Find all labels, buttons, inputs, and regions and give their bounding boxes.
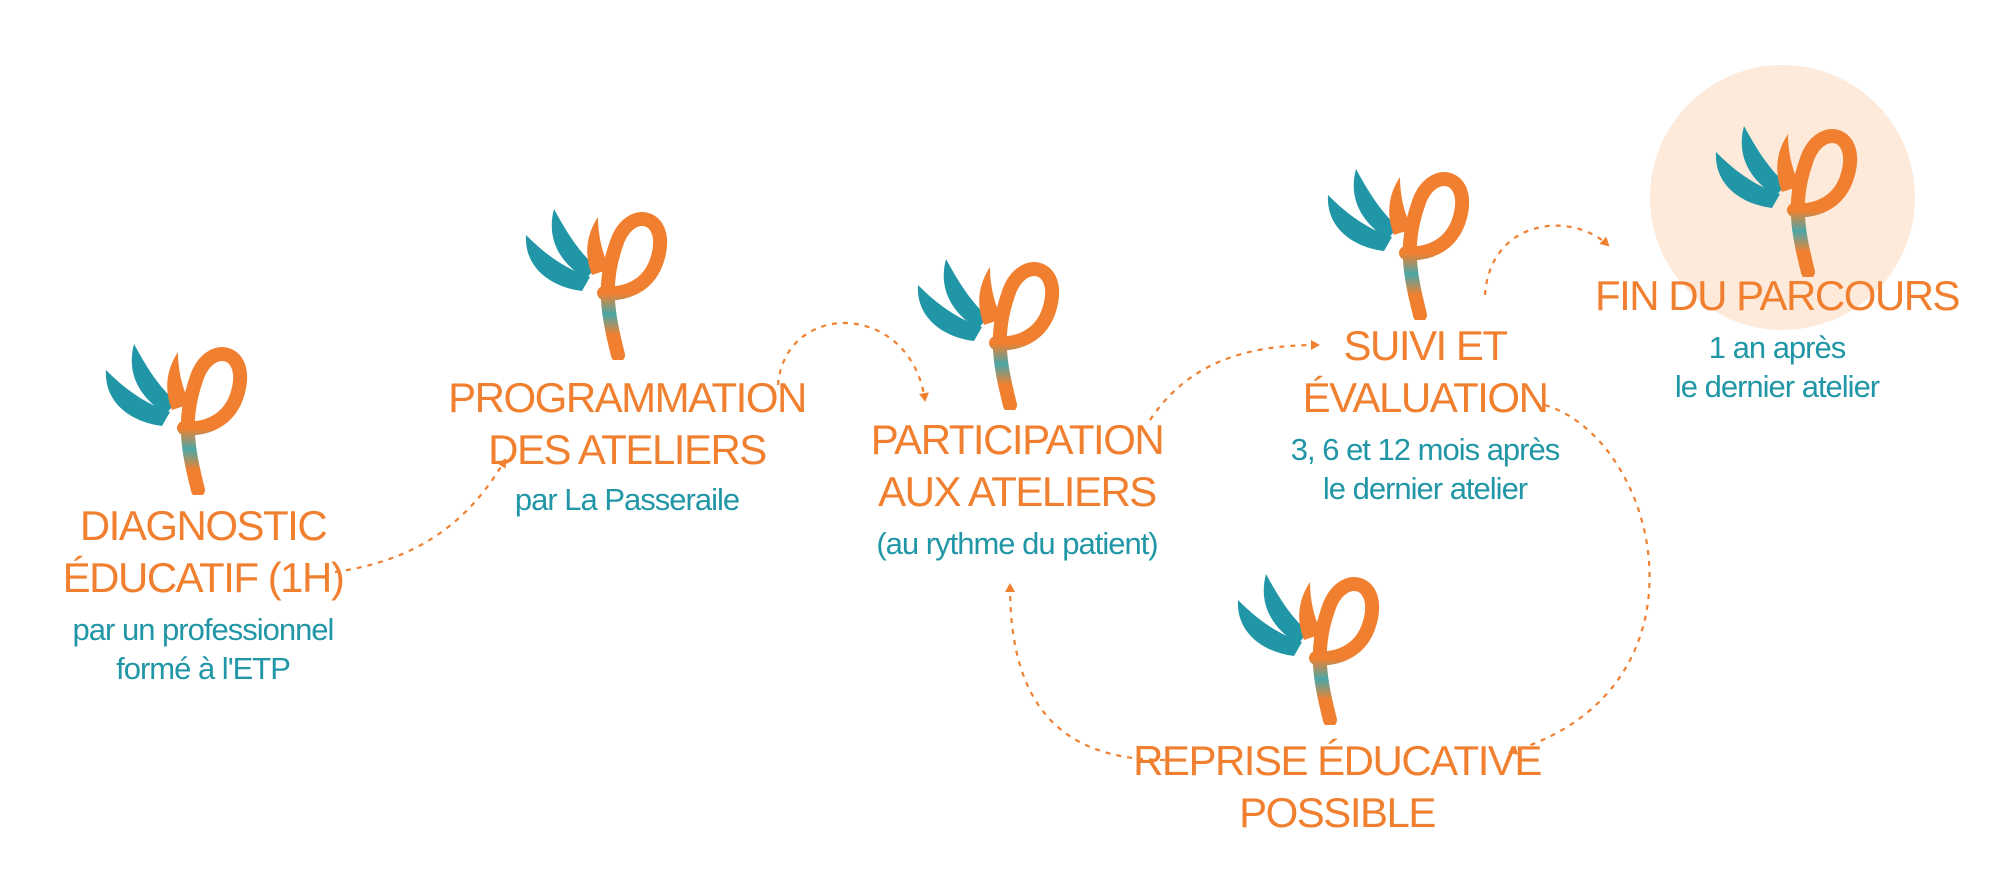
step-title: ÉDUCATIF (1H) bbox=[62, 554, 345, 601]
step-reprise: REPRISE ÉDUCATIVE POSSIBLE bbox=[1133, 735, 1542, 839]
step-title: SUIVI ET bbox=[1343, 322, 1508, 369]
wing-p-logo-icon bbox=[1237, 574, 1379, 725]
wing-p-logo-icon bbox=[917, 259, 1059, 410]
step-title: AUX ATELIERS bbox=[878, 468, 1157, 515]
step-subtitle: le dernier atelier bbox=[1674, 369, 1880, 404]
step-diagnostic: DIAGNOSTIC ÉDUCATIF (1H) par un professi… bbox=[62, 500, 345, 688]
arrow-diagnostic-to-programmation bbox=[334, 458, 507, 574]
step-subtitle: formé à l'ETP bbox=[116, 651, 291, 686]
step-subtitle: (au rythme du patient) bbox=[876, 526, 1158, 561]
step-title: DES ATELIERS bbox=[488, 426, 767, 473]
step-subtitle: le dernier atelier bbox=[1322, 471, 1528, 506]
step-subtitle: 3, 6 et 12 mois après bbox=[1290, 432, 1560, 467]
step-title: ÉVALUATION bbox=[1302, 374, 1549, 421]
arrow-suivi-to-reprise bbox=[1508, 403, 1651, 755]
step-subtitle: 1 an après bbox=[1708, 330, 1847, 365]
arrow-reprise-to-participation bbox=[1005, 583, 1166, 762]
step-title: PROGRAMMATION bbox=[448, 374, 807, 421]
step-fin: FIN DU PARCOURS 1 an après le dernier at… bbox=[1594, 270, 1961, 406]
highlight-circle bbox=[1650, 65, 1915, 330]
wing-p-logo-icon bbox=[1327, 169, 1469, 320]
arrow-participation-to-suivi bbox=[1149, 340, 1320, 421]
step-title: PARTICIPATION bbox=[870, 416, 1165, 463]
step-suivi: SUIVI ET ÉVALUATION 3, 6 et 12 mois aprè… bbox=[1291, 320, 1560, 508]
step-participation: PARTICIPATION AUX ATELIERS (au rythme du… bbox=[870, 414, 1165, 563]
wing-p-logo-icon bbox=[1715, 126, 1857, 277]
step-title: POSSIBLE bbox=[1239, 789, 1436, 836]
wing-p-logo-icon bbox=[525, 209, 667, 360]
step-subtitle: par La Passeraile bbox=[514, 482, 740, 517]
wing-p-logo-icon bbox=[105, 344, 247, 495]
step-title: FIN DU PARCOURS bbox=[1594, 272, 1961, 319]
step-title: REPRISE ÉDUCATIVE bbox=[1133, 737, 1542, 784]
arrow-suivi-to-fin bbox=[1483, 224, 1610, 296]
step-subtitle: par un professionnel bbox=[72, 612, 335, 647]
step-programmation: PROGRAMMATION DES ATELIERS par La Passer… bbox=[448, 372, 807, 519]
step-title: DIAGNOSTIC bbox=[79, 502, 328, 549]
